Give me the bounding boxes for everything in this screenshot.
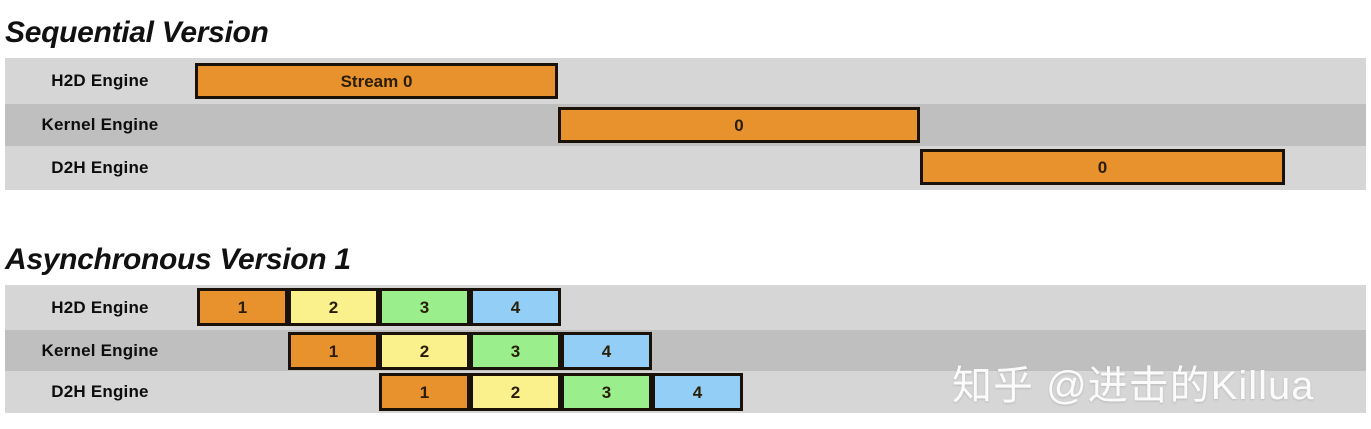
engine-row-label: H2D Engine	[51, 71, 149, 90]
engine-row: H2D Engine Stream 0	[5, 58, 1366, 104]
timeline-block: 1	[288, 332, 379, 370]
timeline-block: 1	[197, 288, 288, 326]
timeline-block: 1	[379, 373, 470, 411]
engine-row: Kernel Engine 0	[5, 104, 1366, 146]
timeline-block: 4	[470, 288, 561, 326]
timeline-block: Stream 0	[195, 63, 558, 99]
timeline-block: 4	[561, 332, 652, 370]
engine-row-label: Kernel Engine	[41, 340, 159, 360]
engine-row-label: D2H Engine	[51, 158, 149, 177]
timeline-block: 2	[288, 288, 379, 326]
engine-row-track: Stream 0	[5, 58, 1366, 104]
timeline-block: 4	[652, 373, 743, 411]
section-title-sequential: Sequential Version	[5, 16, 269, 49]
engine-row-track: 0	[5, 146, 1366, 190]
engine-row-label: D2H Engine	[51, 382, 149, 401]
timeline-block: 0	[920, 149, 1285, 185]
timeline-block: 2	[379, 332, 470, 370]
engine-row-track: 0	[5, 104, 1366, 146]
engine-row-label: Kernel Engine	[41, 115, 159, 134]
section-title-asynchronous: Asynchronous Version 1	[5, 243, 351, 276]
timeline-block: 0	[558, 107, 920, 143]
timeline-block: 3	[561, 373, 652, 411]
timeline-block: 2	[470, 373, 561, 411]
engine-row: D2H Engine 0	[5, 146, 1366, 190]
engine-row-label: H2D Engine	[51, 297, 149, 317]
timeline-block: 3	[379, 288, 470, 326]
timeline-block: 3	[470, 332, 561, 370]
